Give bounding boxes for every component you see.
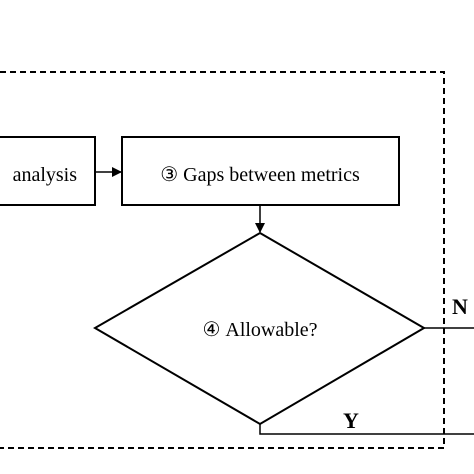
yes-branch-line [259, 424, 474, 435]
dashed-boundary [0, 71, 445, 449]
gaps-text: Gaps between metrics [183, 164, 360, 186]
no-branch-label: N [452, 294, 468, 319]
analysis-label: analysis [13, 164, 78, 186]
allowable-text: Allowable? [225, 319, 317, 341]
analysis-box [0, 136, 96, 206]
yes-branch-label: Y [343, 408, 359, 433]
allowable-marker: ④ [202, 319, 220, 341]
gaps-box [121, 136, 400, 206]
gaps-marker: ③ [160, 164, 178, 186]
